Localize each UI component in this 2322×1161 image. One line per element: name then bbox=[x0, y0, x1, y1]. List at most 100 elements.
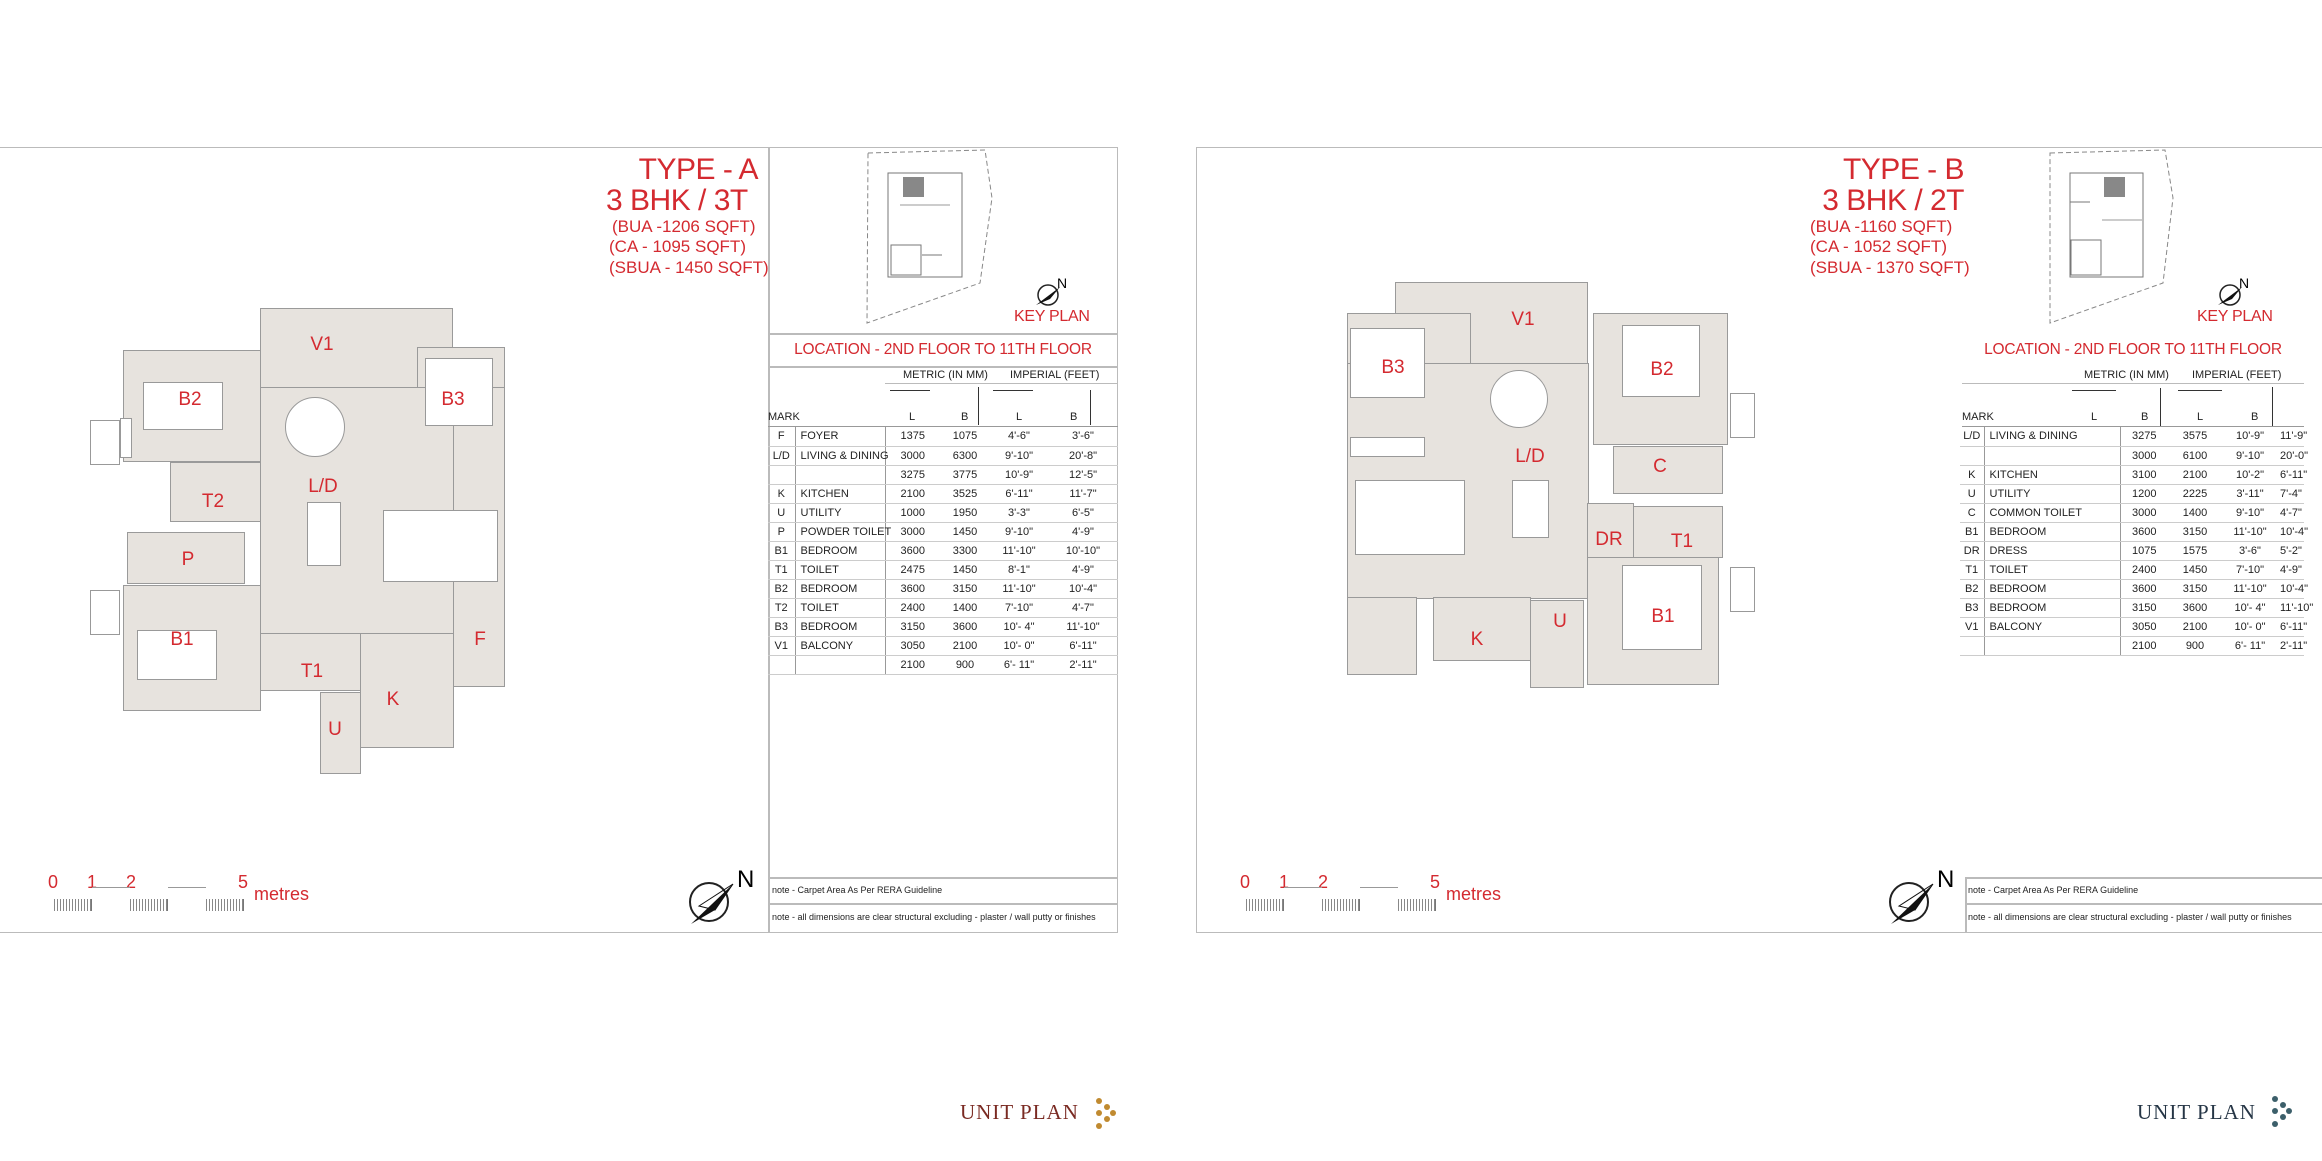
room-mark: L/D bbox=[768, 446, 795, 466]
metric-breadth: 1450 bbox=[2168, 560, 2222, 580]
room-mark: B2 bbox=[768, 579, 795, 599]
metric-header: METRIC (IN MM) bbox=[2084, 369, 2169, 381]
metric-length: 3100 bbox=[2120, 465, 2168, 485]
metric-breadth: 900 bbox=[2168, 636, 2222, 656]
plan-panel-type-b bbox=[1196, 147, 2322, 933]
metric-breadth: 3575 bbox=[2168, 427, 2222, 447]
scale-label: 1 bbox=[87, 872, 98, 892]
divider bbox=[885, 383, 1118, 384]
metric-breadth: 1450 bbox=[940, 522, 990, 542]
room-name: BEDROOM bbox=[794, 579, 886, 599]
scale-unit: metres bbox=[254, 884, 310, 904]
metric-breadth: 3600 bbox=[2168, 598, 2222, 618]
round-table bbox=[285, 397, 345, 457]
room-name: COMMON TOILET bbox=[1983, 503, 2121, 523]
imperial-length: 9'-10" bbox=[2222, 503, 2278, 523]
metric-breadth: 3150 bbox=[940, 579, 990, 599]
metric-breadth: 6300 bbox=[940, 446, 990, 466]
metric-length: 2475 bbox=[885, 560, 940, 580]
imperial-length: 11'-10" bbox=[2222, 579, 2278, 599]
room-label-p: P bbox=[181, 549, 195, 570]
room-label-k: K bbox=[386, 689, 400, 710]
imperial-breadth: 11'-10" bbox=[1048, 617, 1118, 637]
room-name: LIVING & DINING bbox=[1983, 427, 2121, 447]
key-plan-diagram bbox=[2049, 149, 2174, 324]
metric-breadth: 1400 bbox=[940, 598, 990, 618]
sofa-set bbox=[1355, 480, 1465, 555]
note-carpet-area: note - Carpet Area As Per RERA Guideline bbox=[772, 885, 943, 895]
imperial-breadth: 4'-9" bbox=[1048, 522, 1118, 542]
unit-plan-footer: UNIT PLAN bbox=[960, 1100, 1079, 1124]
room-mark: T2 bbox=[768, 598, 795, 618]
metric-length: 3000 bbox=[2120, 503, 2168, 523]
room-label-b1: B1 bbox=[1651, 606, 1675, 627]
divider bbox=[1965, 877, 2322, 879]
imperial-length: 9'-10" bbox=[990, 446, 1048, 466]
imperial-breadth: 11'-10" bbox=[2278, 598, 2313, 618]
metric-breadth: 3600 bbox=[940, 617, 990, 637]
divider bbox=[1962, 426, 2304, 427]
carpet-area: (CA - 1052 SQFT) bbox=[1810, 237, 1947, 256]
scale-label: 2 bbox=[1318, 872, 1329, 892]
room-label-k: K bbox=[1470, 629, 1484, 650]
room-mark: K bbox=[768, 484, 795, 504]
imperial-length: 9'-10" bbox=[2222, 446, 2278, 466]
unit-highlight bbox=[2104, 177, 2125, 197]
imperial-length: 4'-6" bbox=[990, 427, 1048, 447]
scale-label: 0 bbox=[48, 872, 59, 892]
metric-length: 1375 bbox=[885, 427, 940, 447]
scale-label: 1 bbox=[1279, 872, 1290, 892]
room-name: BEDROOM bbox=[794, 617, 886, 637]
divider bbox=[768, 903, 1118, 905]
room-label-t1: T1 bbox=[1670, 531, 1694, 552]
metric-length: 1075 bbox=[2120, 541, 2168, 561]
room-name bbox=[1983, 446, 2121, 466]
metric-b-header: B bbox=[2141, 411, 2149, 423]
imperial-breadth: 4'-7" bbox=[1048, 598, 1118, 618]
metric-length: 3600 bbox=[885, 579, 940, 599]
room-mark bbox=[768, 465, 795, 485]
imperial-breadth: 4'-9" bbox=[1048, 560, 1118, 580]
imperial-length: 10'- 4" bbox=[990, 617, 1048, 637]
metric-breadth: 3150 bbox=[2168, 579, 2222, 599]
room-mark bbox=[1960, 636, 1984, 656]
metric-length: 2100 bbox=[885, 484, 940, 504]
room-name bbox=[794, 655, 886, 675]
metric-breadth: 2225 bbox=[2168, 484, 2222, 504]
metric-breadth: 1575 bbox=[2168, 541, 2222, 561]
note-dimensions: note - all dimensions are clear structur… bbox=[1968, 912, 2292, 922]
room-name: BEDROOM bbox=[1983, 522, 2121, 542]
room-label-ld: L/D bbox=[1515, 446, 1545, 467]
imperial-breadth: 6'-11" bbox=[2278, 617, 2307, 637]
room-label-b3: B3 bbox=[441, 389, 465, 410]
metric-breadth: 900 bbox=[940, 655, 990, 675]
room-name: BEDROOM bbox=[794, 541, 886, 561]
scale-label: 0 bbox=[1240, 872, 1251, 892]
scale-label: 2 bbox=[126, 872, 137, 892]
metric-length: 2400 bbox=[2120, 560, 2168, 580]
metric-header: METRIC (IN MM) bbox=[903, 369, 988, 381]
scale-unit: metres bbox=[1446, 884, 1502, 904]
room-mark: B1 bbox=[1960, 522, 1984, 542]
round-table bbox=[1490, 370, 1548, 428]
room-name: TOILET bbox=[794, 598, 886, 618]
room-mark: L/D bbox=[1960, 427, 1984, 447]
room-mark: K bbox=[1960, 465, 1984, 485]
north-arrow-icon bbox=[1036, 284, 1060, 306]
metric-breadth: 6100 bbox=[2168, 446, 2222, 466]
room-label-t1: T1 bbox=[300, 661, 324, 682]
room-name bbox=[1983, 636, 2121, 656]
imperial-length: 3'-3" bbox=[990, 503, 1048, 523]
metric-length: 3600 bbox=[2120, 522, 2168, 542]
metric-breadth: 1400 bbox=[2168, 503, 2222, 523]
imperial-breadth: 3'-6" bbox=[1048, 427, 1118, 447]
room-name: BEDROOM bbox=[1983, 579, 2121, 599]
length-arrow-icon bbox=[2178, 390, 2222, 391]
